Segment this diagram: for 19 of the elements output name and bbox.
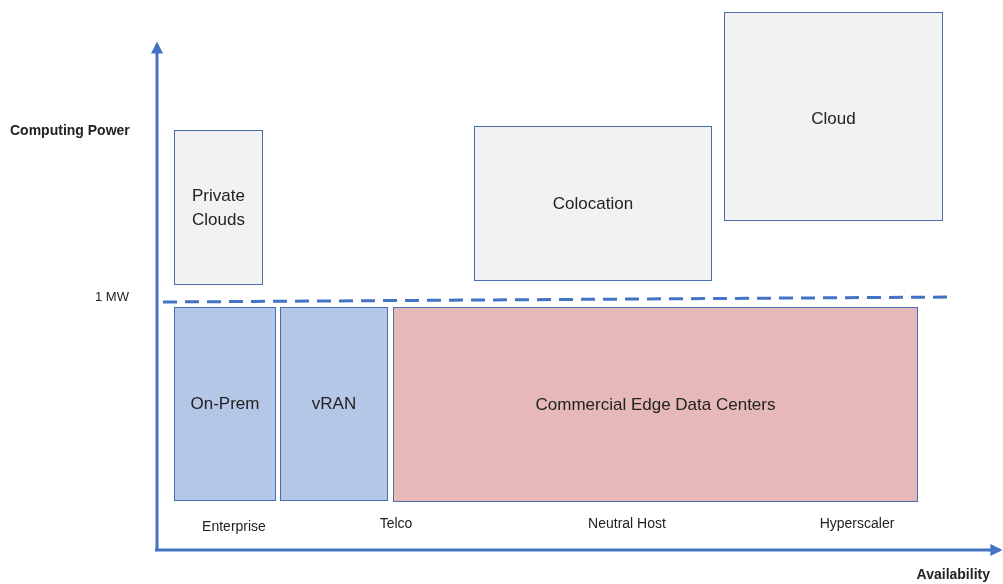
block-label: Colocation <box>552 192 634 215</box>
axis-title: Computing Power <box>10 122 130 138</box>
block-label: Cloud <box>811 108 856 130</box>
category-label: Neutral Host <box>588 515 666 531</box>
cloud-block <box>724 12 943 221</box>
category-label: Enterprise <box>202 518 266 534</box>
colocation-block <box>474 126 712 281</box>
block-label: On-Prem <box>190 393 260 416</box>
category-label: Hyperscaler <box>819 515 895 531</box>
private-cloud-block <box>174 130 263 285</box>
block-label: Commercial Edge Data Centers <box>535 393 776 416</box>
on-prem-block <box>174 307 276 501</box>
threshold-label: 1 MW <box>95 289 129 304</box>
category-label: Telco <box>379 515 413 531</box>
vran-block <box>280 307 388 501</box>
block-label: Private Clouds <box>191 184 246 231</box>
block-label: vRAN <box>311 393 357 416</box>
edge-data-center-block <box>393 307 918 502</box>
axis-title: Availability <box>916 566 990 582</box>
